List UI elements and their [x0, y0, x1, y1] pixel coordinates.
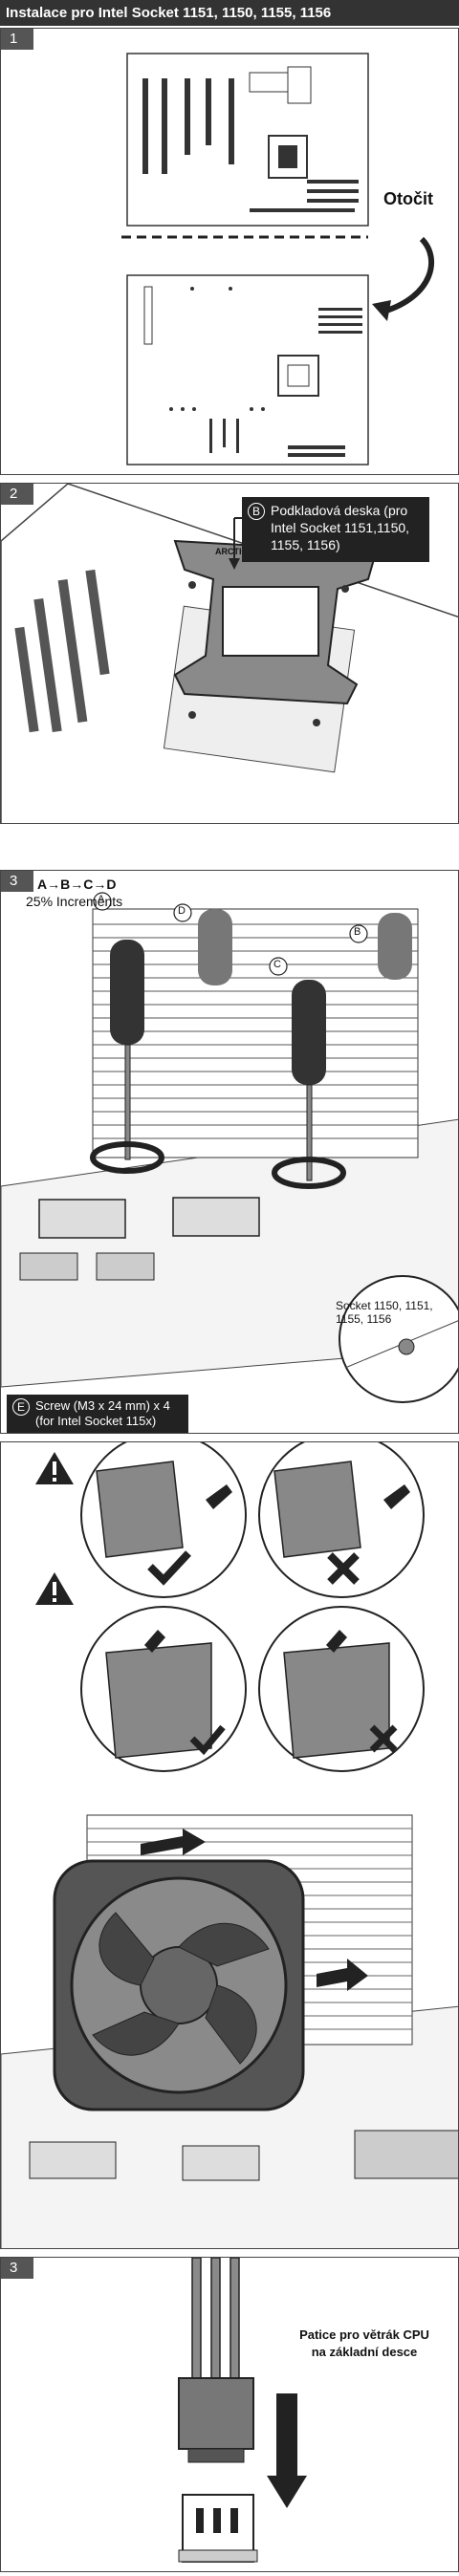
step-number: 3	[1, 2258, 33, 2279]
increments-label: 25% Increments	[26, 894, 123, 909]
heatsink-screw-illustration	[1, 892, 458, 1403]
bracket-logo: ARCTIC	[215, 547, 248, 556]
connector-line-1: Patice pro větrák CPU	[299, 2327, 429, 2342]
callout-letter-badge: B	[248, 503, 265, 520]
step-number: 1	[1, 29, 33, 50]
step-2-panel: 2 ARCTIC B Po	[0, 483, 459, 824]
fan-connector-illustration	[178, 2258, 307, 2563]
step-3-panel: 3	[0, 870, 459, 1434]
step-number: 2	[1, 484, 33, 505]
step-1-panel: 1	[0, 28, 459, 475]
backplate-callout: B Podkladová deska (pro Intel Socket 115…	[242, 497, 429, 562]
backplate-illustration	[1, 484, 458, 823]
callout-line-1: Podkladová deska (pro	[271, 503, 408, 518]
fan-clip-panel	[0, 1441, 459, 2249]
label-D: D	[178, 905, 186, 917]
connector-label: Patice pro větrák CPU na základní desce	[278, 2327, 450, 2361]
socket-label: Socket 1150, 1151, 1155, 1156	[336, 1299, 450, 1326]
screw-callout: E Screw (M3 x 24 mm) x 4 (for Intel Sock…	[7, 1395, 188, 1433]
callout-line-3: 1155, 1156)	[271, 537, 340, 552]
motherboard-flip-illustration	[121, 53, 435, 465]
socket-line-1: Socket 1150, 1151,	[336, 1299, 433, 1312]
sequence-label: A→B→C→D	[37, 877, 117, 892]
socket-line-2: 1155, 1156	[336, 1312, 392, 1326]
screw-line-1: Screw (M3 x 24 mm) x 4	[35, 1398, 170, 1413]
screw-line-2: (for Intel Socket 115x)	[35, 1414, 157, 1428]
step-number: 3	[1, 871, 33, 892]
page-title: Instalace pro Intel Socket 1151, 1150, 1…	[0, 0, 459, 26]
fan-clip-illustration	[1, 1442, 458, 2248]
connector-line-2: na základní desce	[311, 2345, 418, 2359]
label-B: B	[354, 926, 361, 938]
callout-letter-badge: E	[12, 1398, 30, 1416]
step-fan-connector-panel: 3 Patice pro větrák CPU na základní desc…	[0, 2257, 459, 2572]
label-A: A	[98, 894, 105, 905]
callout-line-2: Intel Socket 1151,1150,	[271, 520, 410, 535]
rotate-label: Otočit	[383, 189, 433, 208]
label-C: C	[273, 959, 281, 970]
